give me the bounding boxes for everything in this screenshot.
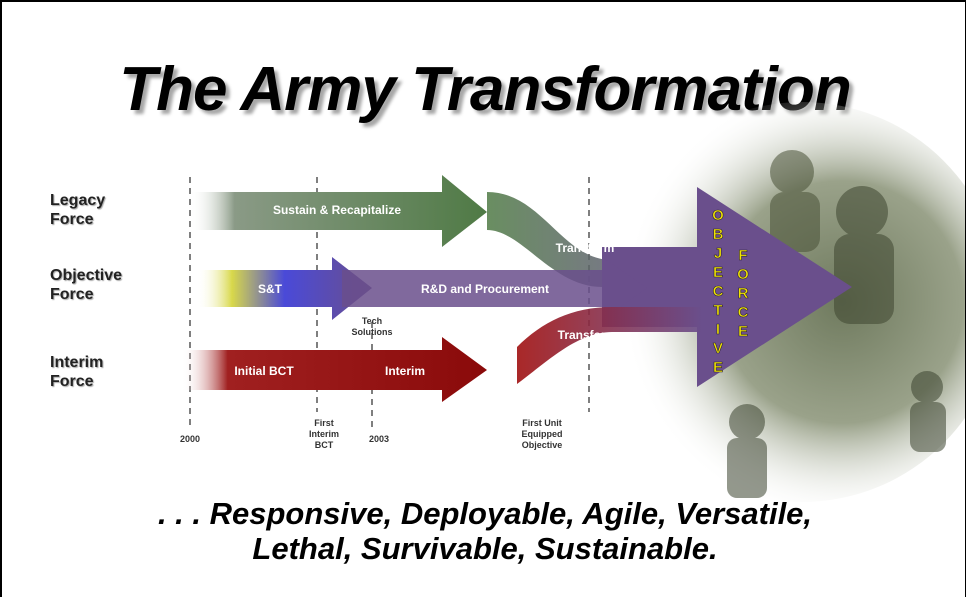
first-unit-1: First Unit (522, 418, 562, 428)
st-label: S&T (258, 282, 283, 296)
interim-label-line2: Force (50, 373, 94, 390)
objective-letter: I (716, 321, 720, 338)
st-arrow (197, 257, 372, 320)
first-unit-2: Equipped (522, 429, 563, 439)
objective-letter: T (713, 302, 722, 319)
force-letter: C (738, 304, 749, 321)
objective-letter: C (713, 283, 724, 300)
milestone-first-interim-2: Interim (309, 429, 339, 439)
objective-label-line1: Objective (50, 267, 123, 284)
first-unit-3: Objective (522, 440, 563, 450)
rd-arrow (342, 257, 647, 320)
soldier-silhouettes (727, 150, 946, 498)
force-letter: F (738, 247, 747, 264)
sustain-label: Sustain & Recapitalize (273, 203, 401, 217)
milestone-2003: 2003 (369, 434, 389, 444)
sustain-arrow (190, 175, 487, 247)
milestone-first-interim-3: BCT (315, 440, 334, 450)
tech-solutions-2: Solutions (352, 327, 393, 337)
objective-label-line2: Force (50, 286, 94, 303)
interim-label: Interim (385, 364, 425, 378)
force-letter: E (738, 323, 748, 340)
interim-label-line1: Interim (50, 354, 104, 371)
objective-force-label: Objective Force (50, 266, 122, 304)
tagline-line1: . . . Responsive, Deployable, Agile, Ver… (157, 496, 813, 531)
tagline-line2: Lethal, Survivable, Sustainable. (252, 531, 718, 566)
transform-bottom-label: Transform (558, 328, 617, 342)
milestone-first-interim-1: First (314, 418, 334, 428)
objective-letter: O (712, 207, 724, 224)
objective-letter: V (713, 340, 723, 357)
legacy-label-line2: Force (50, 211, 94, 228)
objective-letter: E (713, 359, 723, 376)
legacy-label-line1: Legacy (50, 192, 106, 209)
force-letter: R (738, 285, 749, 302)
legacy-force-label: Legacy Force (50, 191, 105, 229)
interim-arrow (182, 337, 487, 402)
objective-letter: B (713, 226, 724, 243)
interim-transform-band (517, 307, 702, 384)
initial-bct-label: Initial BCT (234, 364, 294, 378)
tech-solutions-1: Tech (362, 316, 382, 326)
page-title: The Army Transformation (119, 55, 851, 124)
milestone-lines (189, 177, 590, 427)
objective-force-arrow (602, 187, 852, 387)
milestone-2000: 2000 (180, 434, 200, 444)
force-letter: O (737, 266, 749, 283)
objective-letter: E (713, 264, 723, 281)
objective-letter: J (714, 245, 722, 262)
rd-label: R&D and Procurement (421, 282, 549, 296)
interim-force-label: Interim Force (50, 353, 103, 391)
transform-top-label: Transform (556, 241, 615, 255)
